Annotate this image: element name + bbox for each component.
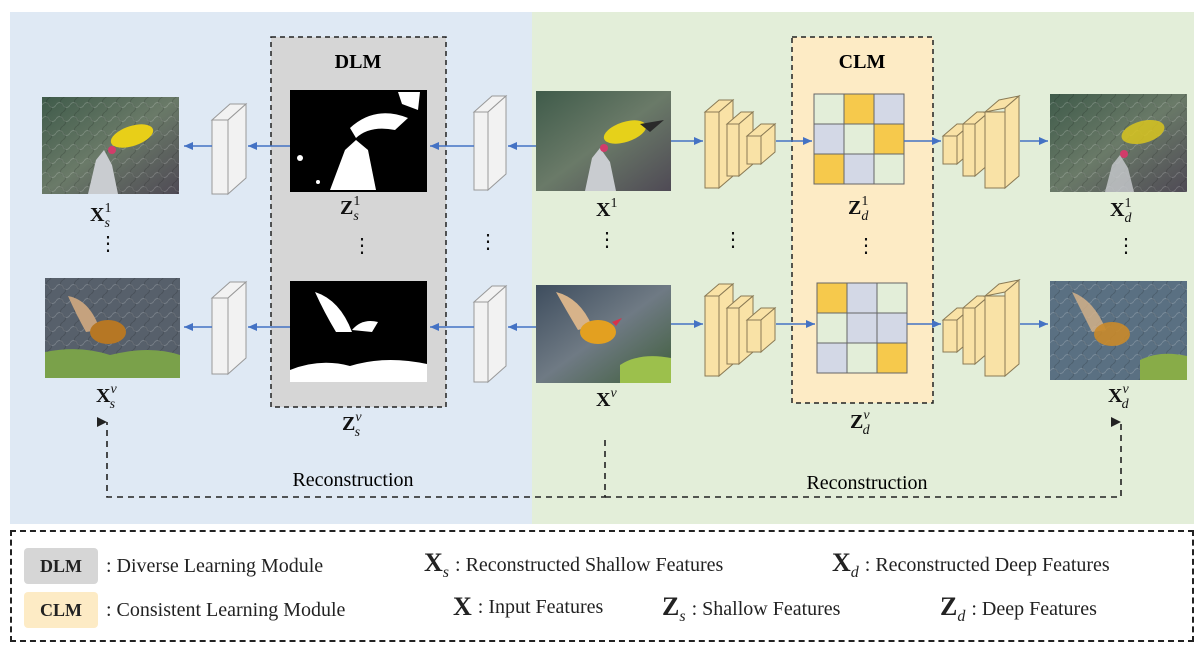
legend-xd-desc: : Reconstructed Deep Features	[864, 553, 1110, 576]
deep-feature-grid-2	[816, 282, 908, 374]
reconstruction-label-left: Reconstruction	[292, 469, 413, 491]
ellipsis-x: ⋮	[597, 229, 617, 251]
shallow-encoder-layer-1	[472, 94, 508, 192]
ellipsis-zd: ⋮	[856, 235, 876, 257]
ellipsis-zs: ⋮	[352, 235, 372, 257]
ellipsis-xd: ⋮	[1116, 235, 1136, 257]
image-zsv	[290, 281, 427, 382]
deep-decoder-2	[941, 278, 1021, 378]
image-xd1	[1050, 94, 1187, 192]
deep-encoder-1	[703, 98, 777, 190]
legend-xd: Xd : Reconstructed Deep Features	[832, 548, 1110, 582]
legend-zs: Zs : Shallow Features	[662, 592, 840, 626]
legend-zd-desc: : Deep Features	[971, 597, 1097, 620]
deep-feature-grid-1	[813, 93, 905, 185]
legend-xd-symbol: Xd	[832, 548, 859, 581]
shallow-encoder-layer-2	[472, 284, 508, 384]
flow-arrows	[184, 137, 1048, 331]
image-xv	[536, 285, 671, 383]
reconstruction-path	[97, 417, 1122, 498]
deep-encoder-2	[703, 282, 777, 378]
legend-clm: CLM : Consistent Learning Module	[24, 592, 345, 628]
clm-title: CLM	[839, 51, 886, 73]
image-xs1	[42, 97, 179, 194]
shallow-decoder-layer-1	[210, 102, 248, 196]
caption-xv: Xv	[596, 386, 617, 411]
caption-x1: X1	[596, 196, 617, 221]
legend-clm-tag: CLM	[24, 592, 98, 628]
legend-zs-desc: : Shallow Features	[691, 597, 841, 620]
image-xdv	[1050, 281, 1187, 380]
shallow-decoder-layer-2	[210, 280, 248, 376]
framework-diagram: DLM CLM	[10, 12, 1194, 524]
legend-xs: Xs : Reconstructed Shallow Features	[424, 548, 723, 582]
ellipsis-deep-encoder: ⋮	[723, 229, 743, 251]
legend-clm-desc: : Consistent Learning Module	[106, 598, 346, 621]
ellipsis-shallow-layer: ⋮	[478, 231, 498, 253]
legend-xs-symbol: Xs	[424, 548, 450, 581]
legend-zs-symbol: Zs	[662, 592, 686, 625]
image-x1	[536, 91, 671, 191]
legend-x-desc: : Input Features	[477, 595, 604, 618]
legend-dlm-desc: : Diverse Learning Module	[106, 554, 324, 577]
legend-dlm: DLM : Diverse Learning Module	[24, 548, 323, 584]
ellipsis-xs: ⋮	[98, 233, 118, 255]
legend-dlm-tag: DLM	[24, 548, 98, 584]
image-zs1	[290, 90, 427, 192]
legend-xs-desc: : Reconstructed Shallow Features	[455, 553, 724, 576]
dlm-title: DLM	[335, 51, 382, 73]
deep-decoder-1	[941, 94, 1021, 190]
legend-x: X : Input Features	[453, 592, 603, 622]
legend-zd-symbol: Zd	[940, 592, 966, 625]
legend: DLM : Diverse Learning Module Xs : Recon…	[10, 530, 1194, 642]
image-xsv	[45, 278, 180, 378]
reconstruction-label-right: Reconstruction	[806, 472, 927, 494]
legend-x-symbol: X	[453, 592, 472, 621]
legend-zd: Zd : Deep Features	[940, 592, 1097, 626]
